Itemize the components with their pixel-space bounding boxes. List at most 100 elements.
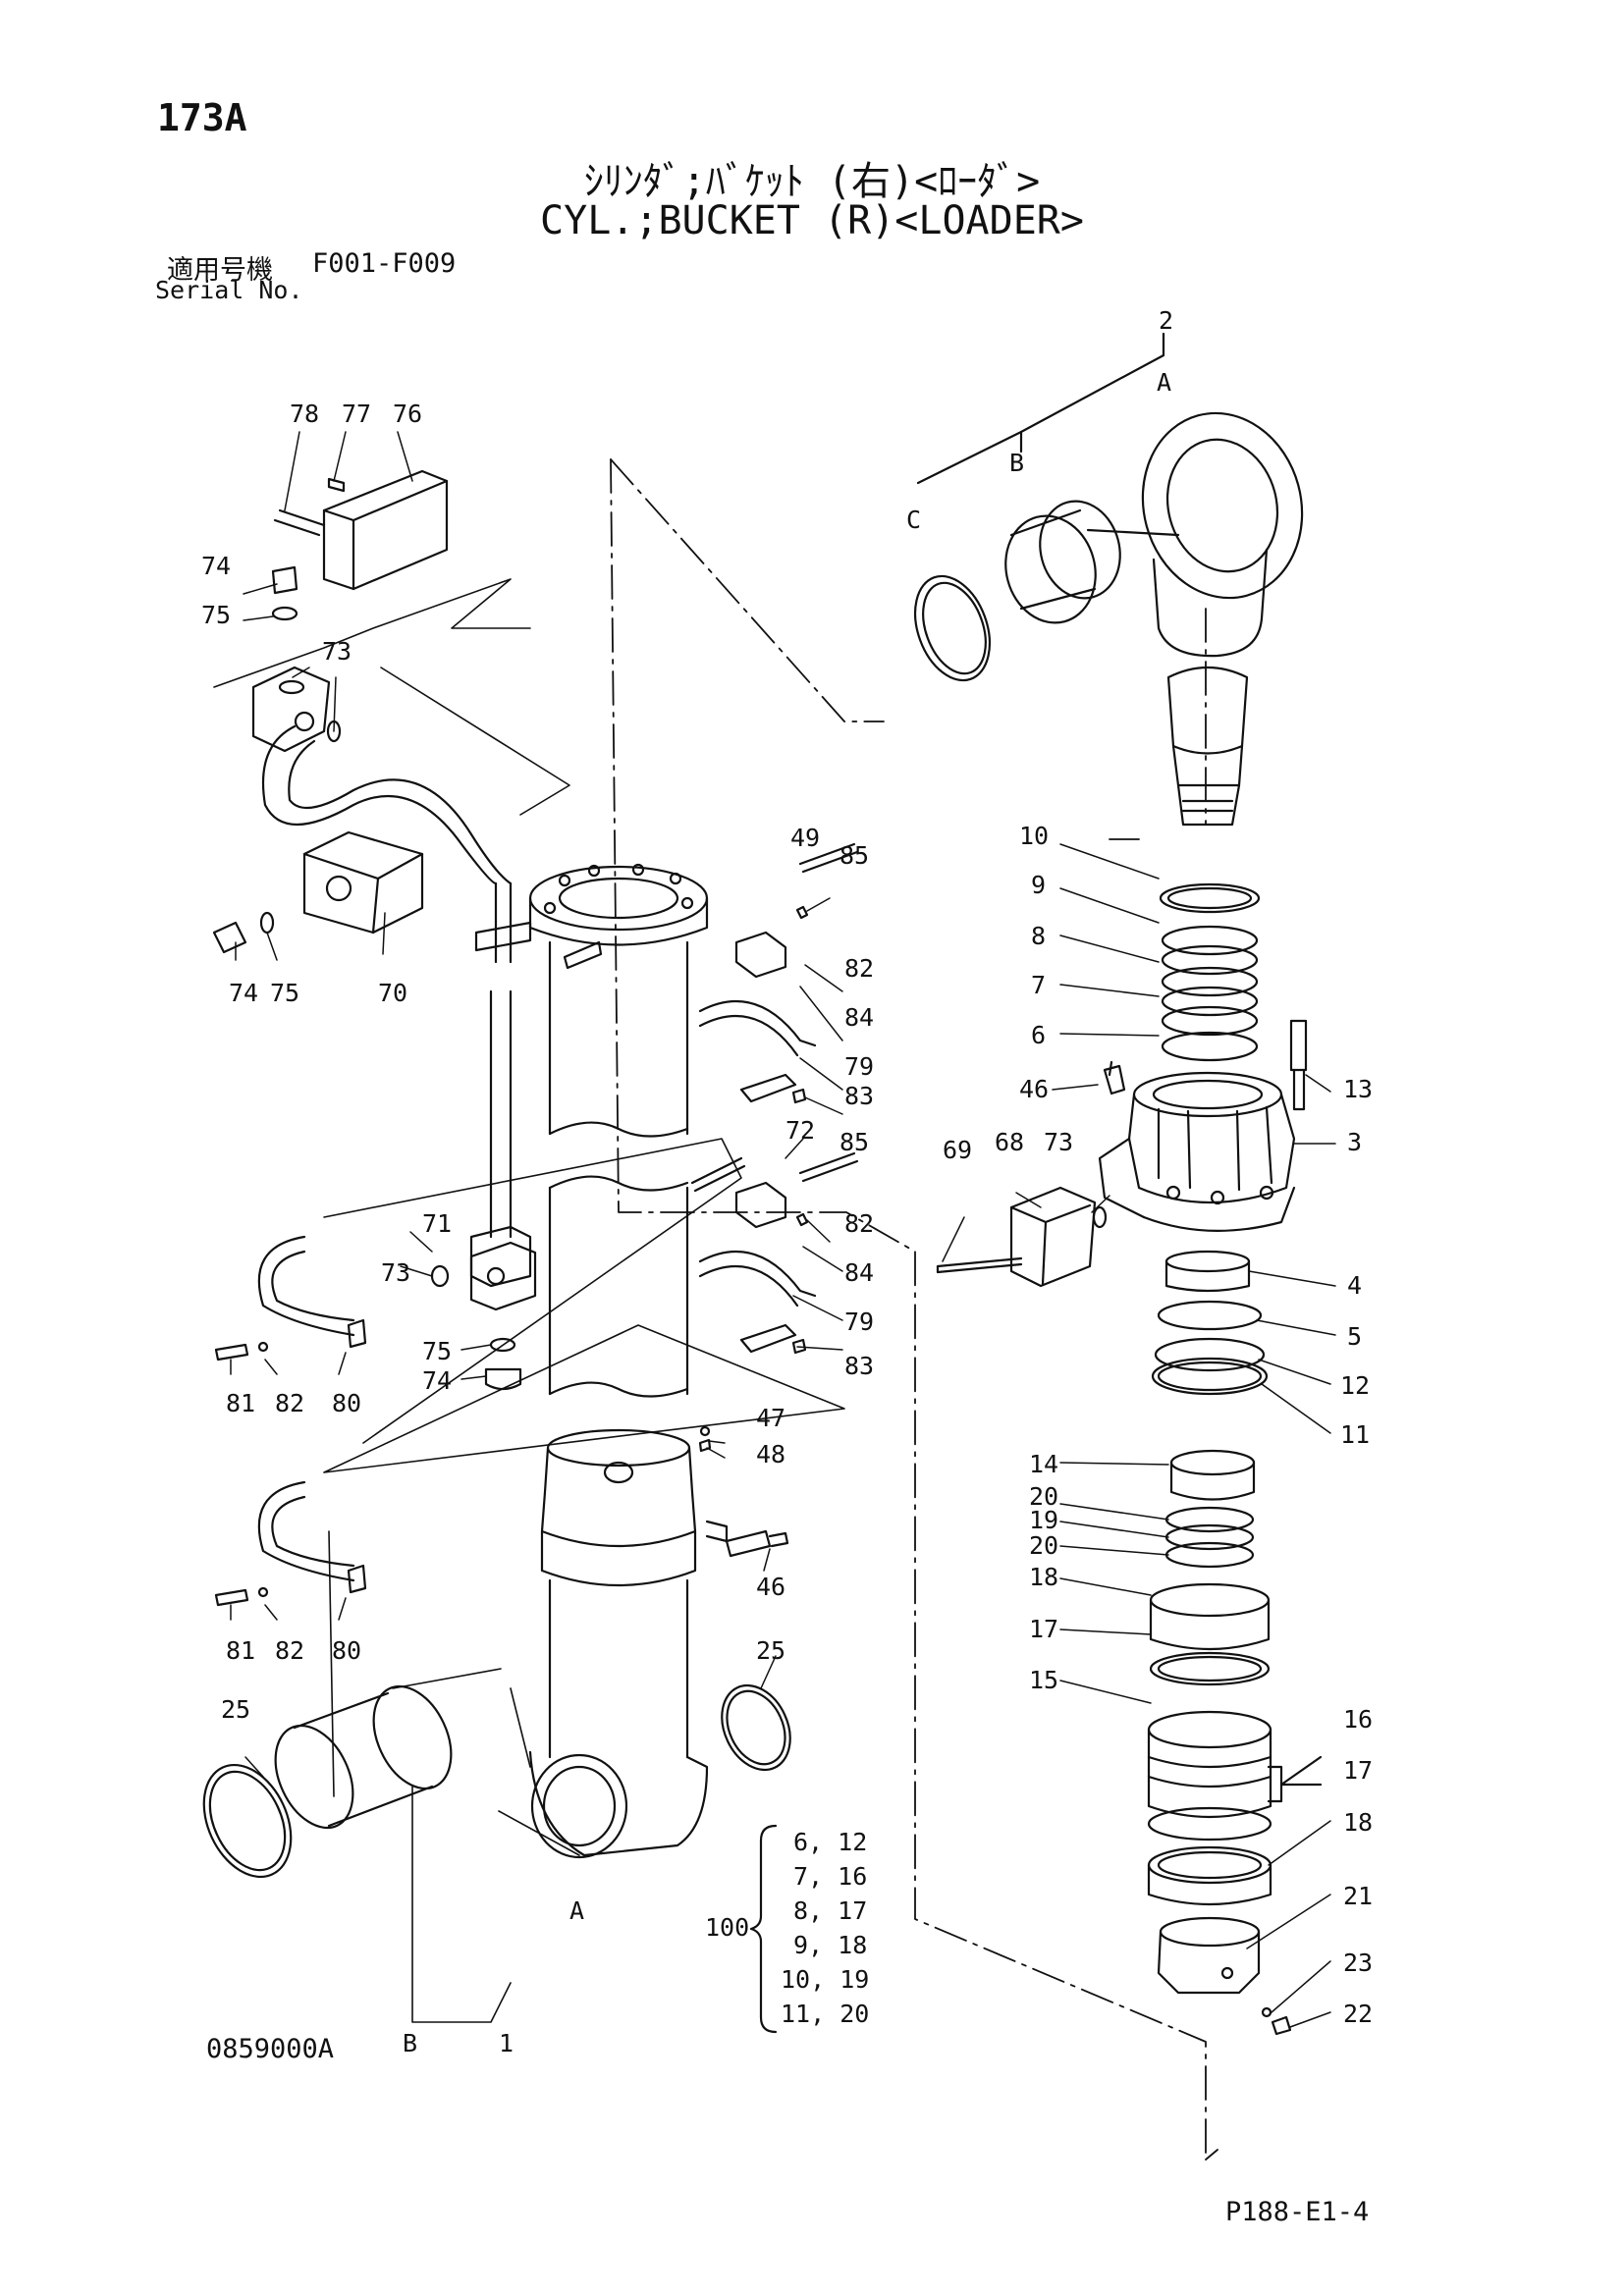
- callout-21: 21: [1343, 1882, 1373, 1910]
- callout-C: C: [906, 506, 921, 534]
- cylinder-tube-lower: [528, 1428, 729, 1859]
- callout-79-upper: 79: [844, 1052, 874, 1081]
- callout-8: 8: [1031, 922, 1046, 950]
- callout-14: 14: [1029, 1450, 1058, 1478]
- callout-B-bottom: B: [403, 2029, 417, 2057]
- callout-B-top: B: [1009, 449, 1024, 477]
- callout-72: 72: [785, 1116, 815, 1145]
- head-seals-lower: [1151, 1250, 1269, 1396]
- callout-5: 5: [1347, 1322, 1362, 1351]
- callout-47: 47: [756, 1404, 785, 1432]
- lower-fittings: [698, 1425, 789, 1558]
- clamp-set-upper: [698, 842, 859, 1104]
- kit-row: 6, 12: [793, 1828, 867, 1856]
- callout-75-low: 75: [422, 1337, 452, 1365]
- foot-bushing: [202, 1683, 791, 1879]
- callout-84-lower: 84: [844, 1258, 874, 1287]
- callout-labels: 2 A B C 78 77 76 74 75 73 49 85 82 84 79…: [201, 306, 1373, 2057]
- clamp-left-upper: [214, 1235, 367, 1362]
- callout-12: 12: [1340, 1371, 1370, 1400]
- callout-73-right: 73: [1044, 1128, 1073, 1156]
- callout-73-mid: 73: [381, 1258, 410, 1287]
- callout-4: 4: [1347, 1271, 1362, 1300]
- assembly-guide-lines: [610, 458, 1218, 2161]
- callout-84-upper: 84: [844, 1003, 874, 1032]
- callout-74-mid: 74: [229, 979, 258, 1007]
- callout-18-lower: 18: [1343, 1808, 1373, 1837]
- kit-row: 8, 17: [793, 1896, 867, 1925]
- callout-19: 19: [1029, 1506, 1058, 1534]
- clamp-left-lower: [214, 1480, 367, 1607]
- callout-49: 49: [790, 824, 820, 852]
- callout-70: 70: [378, 979, 407, 1007]
- callout-7: 7: [1031, 971, 1046, 999]
- callout-3: 3: [1347, 1128, 1362, 1156]
- head-seals-upper: [1159, 882, 1261, 1062]
- page-number: 173A: [157, 96, 247, 139]
- callout-A-bottom: A: [569, 1896, 584, 1925]
- callout-71: 71: [422, 1209, 452, 1238]
- callout-16: 16: [1343, 1705, 1373, 1734]
- kit-100-label: 100: [705, 1913, 749, 1942]
- drawing-number: 0859000A: [206, 2034, 335, 2064]
- callout-82-left-lower: 82: [275, 1636, 304, 1665]
- callout-85-lower: 85: [839, 1128, 869, 1156]
- callout-A-top: A: [1157, 368, 1171, 397]
- serial-range: F001-F009: [312, 248, 457, 279]
- callout-17-upper: 17: [1029, 1615, 1058, 1643]
- title-japanese: ｼﾘﾝﾀﾞ;ﾊﾞｹｯﾄ (右)<ﾛｰﾀﾞ>: [583, 159, 1041, 204]
- callout-82-left-upper: 82: [275, 1389, 304, 1417]
- callout-46-upper: 46: [1019, 1075, 1049, 1103]
- callout-20a: 20: [1029, 1482, 1058, 1511]
- serial-label-english: Serial No.: [155, 276, 303, 304]
- callout-85-upper: 85: [839, 841, 869, 870]
- callout-15: 15: [1029, 1666, 1058, 1694]
- kit-row: 11, 20: [781, 2000, 869, 2028]
- callout-17-lower: 17: [1343, 1756, 1373, 1785]
- block-70: [212, 830, 424, 954]
- callout-74-low: 74: [422, 1366, 452, 1395]
- callout-9: 9: [1031, 871, 1046, 899]
- page-reference: P188-E1-4: [1225, 2197, 1370, 2227]
- piston-parts: [1147, 1449, 1292, 2036]
- leader-lines: [230, 431, 1336, 2028]
- title-english: CYL.;BUCKET (R)<LOADER>: [540, 198, 1084, 243]
- callout-78: 78: [290, 400, 319, 428]
- callout-46-lower: 46: [756, 1573, 785, 1601]
- callout-69: 69: [943, 1136, 972, 1164]
- callout-81-upper: 81: [226, 1389, 255, 1417]
- callout-79-lower: 79: [844, 1308, 874, 1336]
- callout-23: 23: [1343, 1949, 1373, 1977]
- callout-11: 11: [1340, 1420, 1370, 1449]
- callout-13: 13: [1343, 1075, 1373, 1103]
- cylinder-tube-upper: [474, 863, 709, 1398]
- callout-82-upper: 82: [844, 954, 874, 983]
- callout-82-lower: 82: [844, 1209, 874, 1238]
- bracket-76: [273, 469, 449, 591]
- callout-76: 76: [393, 400, 422, 428]
- kit-row: 10, 19: [781, 1965, 869, 1994]
- callout-75-top: 75: [201, 601, 231, 629]
- callout-80-lower: 80: [332, 1636, 361, 1665]
- callout-74-top: 74: [201, 552, 231, 580]
- solid-assembly-lines: [213, 578, 845, 2023]
- callout-48: 48: [756, 1440, 785, 1468]
- rod-eye-assembly: [914, 332, 1304, 827]
- callout-2: 2: [1159, 306, 1173, 335]
- serial-label-japanese: 適用号機: [167, 255, 273, 286]
- callout-1: 1: [499, 2029, 514, 2057]
- callout-83-upper: 83: [844, 1082, 874, 1110]
- callout-81-lower: 81: [226, 1636, 255, 1665]
- callout-73-top: 73: [322, 637, 352, 666]
- valve-block-68: [936, 1186, 1108, 1288]
- callout-22: 22: [1343, 2000, 1373, 2028]
- cylinder-head: [1098, 1019, 1308, 1232]
- callout-6: 6: [1031, 1021, 1046, 1049]
- kit-row: 9, 18: [793, 1931, 867, 1959]
- callout-25-right: 25: [756, 1636, 785, 1665]
- callout-83-lower: 83: [844, 1352, 874, 1380]
- kit-row: 7, 16: [793, 1862, 867, 1891]
- callout-18-upper: 18: [1029, 1563, 1058, 1591]
- callout-25-left: 25: [221, 1695, 250, 1724]
